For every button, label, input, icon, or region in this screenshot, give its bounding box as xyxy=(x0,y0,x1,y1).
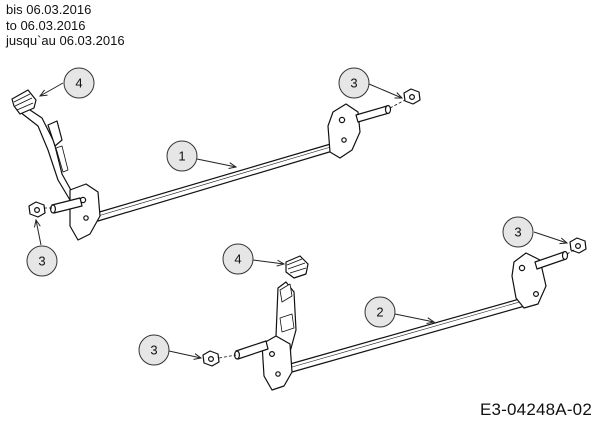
callout-3-lower-right xyxy=(502,216,534,248)
spindle-bracket-upper-left xyxy=(49,183,101,241)
validity-line-de: bis 06.03.2016 xyxy=(6,2,92,17)
hex-nut-lower-right xyxy=(569,237,587,254)
lower-axle-assembly xyxy=(202,237,587,391)
front-axle-lower xyxy=(289,295,533,373)
callout-3-lower-left xyxy=(138,334,170,366)
callout-label-3-upper-right: 3 xyxy=(350,76,357,91)
callout-circles xyxy=(26,67,534,366)
dust-cap-lower xyxy=(285,255,309,279)
hex-nut-lower-left xyxy=(202,350,220,367)
steering-arm-lower xyxy=(275,281,297,355)
callout-label-4-upper: 4 xyxy=(75,76,82,91)
validity-note: bis 06.03.2016 to 06.03.2016 jusqu`au 06… xyxy=(6,2,125,49)
validity-line-fr: jusqu`au 06.03.2016 xyxy=(6,33,125,48)
alignment-lines-lower xyxy=(218,249,575,359)
callout-2 xyxy=(364,296,396,328)
callout-3-upper-left xyxy=(26,245,58,277)
callout-label-3-upper-left: 3 xyxy=(38,254,45,269)
callout-3-upper-right xyxy=(338,67,370,99)
callout-1 xyxy=(166,140,198,172)
validity-line-en: to 06.03.2016 xyxy=(6,17,86,33)
spindle-bracket-lower-right xyxy=(511,250,569,309)
hex-nut-upper-right xyxy=(403,88,421,105)
callout-label-3-lower-right: 3 xyxy=(514,225,521,240)
steering-arm-upper xyxy=(19,105,79,201)
spindle-bracket-lower-left xyxy=(234,335,293,391)
upper-axle-assembly xyxy=(11,88,421,241)
callout-label-4-lower: 4 xyxy=(234,252,241,267)
dust-cap-upper xyxy=(11,89,37,115)
hex-nut-upper-left xyxy=(28,201,46,218)
callout-label-3-lower-left: 3 xyxy=(150,343,157,358)
callout-4-lower xyxy=(222,243,254,275)
front-axle-upper xyxy=(95,142,337,222)
spindle-bracket-upper-right xyxy=(327,103,392,159)
drawing-code: E3-04248A-02 xyxy=(479,400,592,419)
callout-label-1: 1 xyxy=(178,149,185,164)
callout-label-2: 2 xyxy=(376,305,383,320)
alignment-lines-upper xyxy=(44,99,406,209)
callout-4-upper xyxy=(63,67,95,99)
